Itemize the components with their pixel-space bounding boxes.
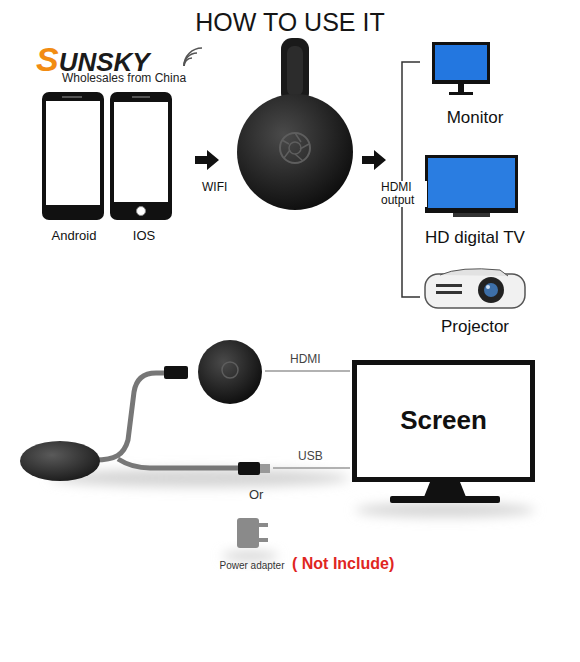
cable xyxy=(95,373,166,460)
dongle-logo xyxy=(280,133,310,163)
monitor-screen xyxy=(435,45,487,80)
usb-wire xyxy=(273,467,350,469)
node-label: IOS xyxy=(133,228,155,244)
tv-screen xyxy=(428,158,515,208)
screen-base xyxy=(390,496,500,503)
usb-plug xyxy=(238,462,260,475)
wifi-arc xyxy=(184,48,202,66)
screen-stand xyxy=(424,482,466,497)
projector-top xyxy=(440,269,508,276)
adapter-prong xyxy=(259,523,268,527)
title-text: HOW TO USE IT xyxy=(195,8,384,36)
dongle-loop xyxy=(287,46,303,96)
node-box: IOS xyxy=(110,88,178,244)
projector-vent xyxy=(436,291,462,294)
android-phone xyxy=(42,92,104,220)
projector-icon xyxy=(425,274,525,308)
node-box: Power adapter xyxy=(212,514,292,572)
node-box: Projector xyxy=(420,265,530,337)
dongle-logo xyxy=(222,362,238,378)
label-text: HDMI output xyxy=(381,181,427,207)
node-box: HD digital TV xyxy=(420,150,530,248)
label-text: WIFI xyxy=(202,181,227,195)
dongle xyxy=(198,340,262,404)
label-text: Wholesales from China xyxy=(62,72,186,86)
arrow xyxy=(362,150,386,170)
projector-lens xyxy=(478,277,504,303)
dongle-logo xyxy=(289,142,301,154)
phone-screen xyxy=(114,102,168,202)
node-box: Android xyxy=(38,88,110,244)
node-label: Power adapter xyxy=(219,560,284,572)
title-box: HOW TO USE IT xyxy=(0,8,580,37)
node-box: Monitor xyxy=(425,38,525,128)
phone-screen xyxy=(46,101,100,205)
hdmi-wire xyxy=(265,370,350,372)
label-box: HDMI output xyxy=(381,181,427,207)
projector-lens xyxy=(484,283,498,297)
shadow xyxy=(222,551,278,561)
dongle-logo xyxy=(282,133,309,161)
projector-lens xyxy=(486,285,490,289)
node-label: Android xyxy=(52,228,97,244)
node-label: Monitor xyxy=(447,108,504,128)
label-text: USB xyxy=(298,450,323,464)
home-button xyxy=(137,207,146,216)
tv-icon xyxy=(425,155,518,213)
shadow xyxy=(355,503,535,517)
label-text: ( Not Include) xyxy=(292,555,394,573)
label-box: WIFI xyxy=(202,181,227,195)
power-adapter-icon xyxy=(237,518,259,548)
arrow xyxy=(195,150,219,170)
dongle xyxy=(237,94,353,210)
node-label: HD digital TV xyxy=(425,228,525,248)
label-box: HDMI xyxy=(290,353,321,367)
phone-speaker xyxy=(132,96,150,98)
phone-speaker xyxy=(62,96,82,98)
adapter-prong xyxy=(259,538,268,542)
label-box: USB xyxy=(298,450,323,464)
label-box: Wholesales from China xyxy=(62,72,186,86)
projector-vent xyxy=(436,284,462,287)
usb-tip xyxy=(260,464,270,473)
node-label: Screen xyxy=(400,405,487,436)
shadow xyxy=(50,469,350,487)
node-box: Screen xyxy=(352,360,535,482)
label-box: ( Not Include) xyxy=(292,555,394,573)
monitor-stand xyxy=(449,92,473,95)
bracket xyxy=(402,62,420,297)
wifi-antenna xyxy=(20,441,100,481)
cable xyxy=(118,459,240,468)
hdmi-plug xyxy=(164,366,188,379)
label-box: Or xyxy=(249,488,263,503)
monitor-icon xyxy=(432,42,490,84)
label-text: Or xyxy=(249,488,263,503)
label-text: HDMI xyxy=(290,353,321,367)
ios-phone xyxy=(110,92,172,220)
tv-stand xyxy=(453,213,490,217)
monitor-stand xyxy=(458,84,464,92)
node-label: Projector xyxy=(441,317,509,337)
